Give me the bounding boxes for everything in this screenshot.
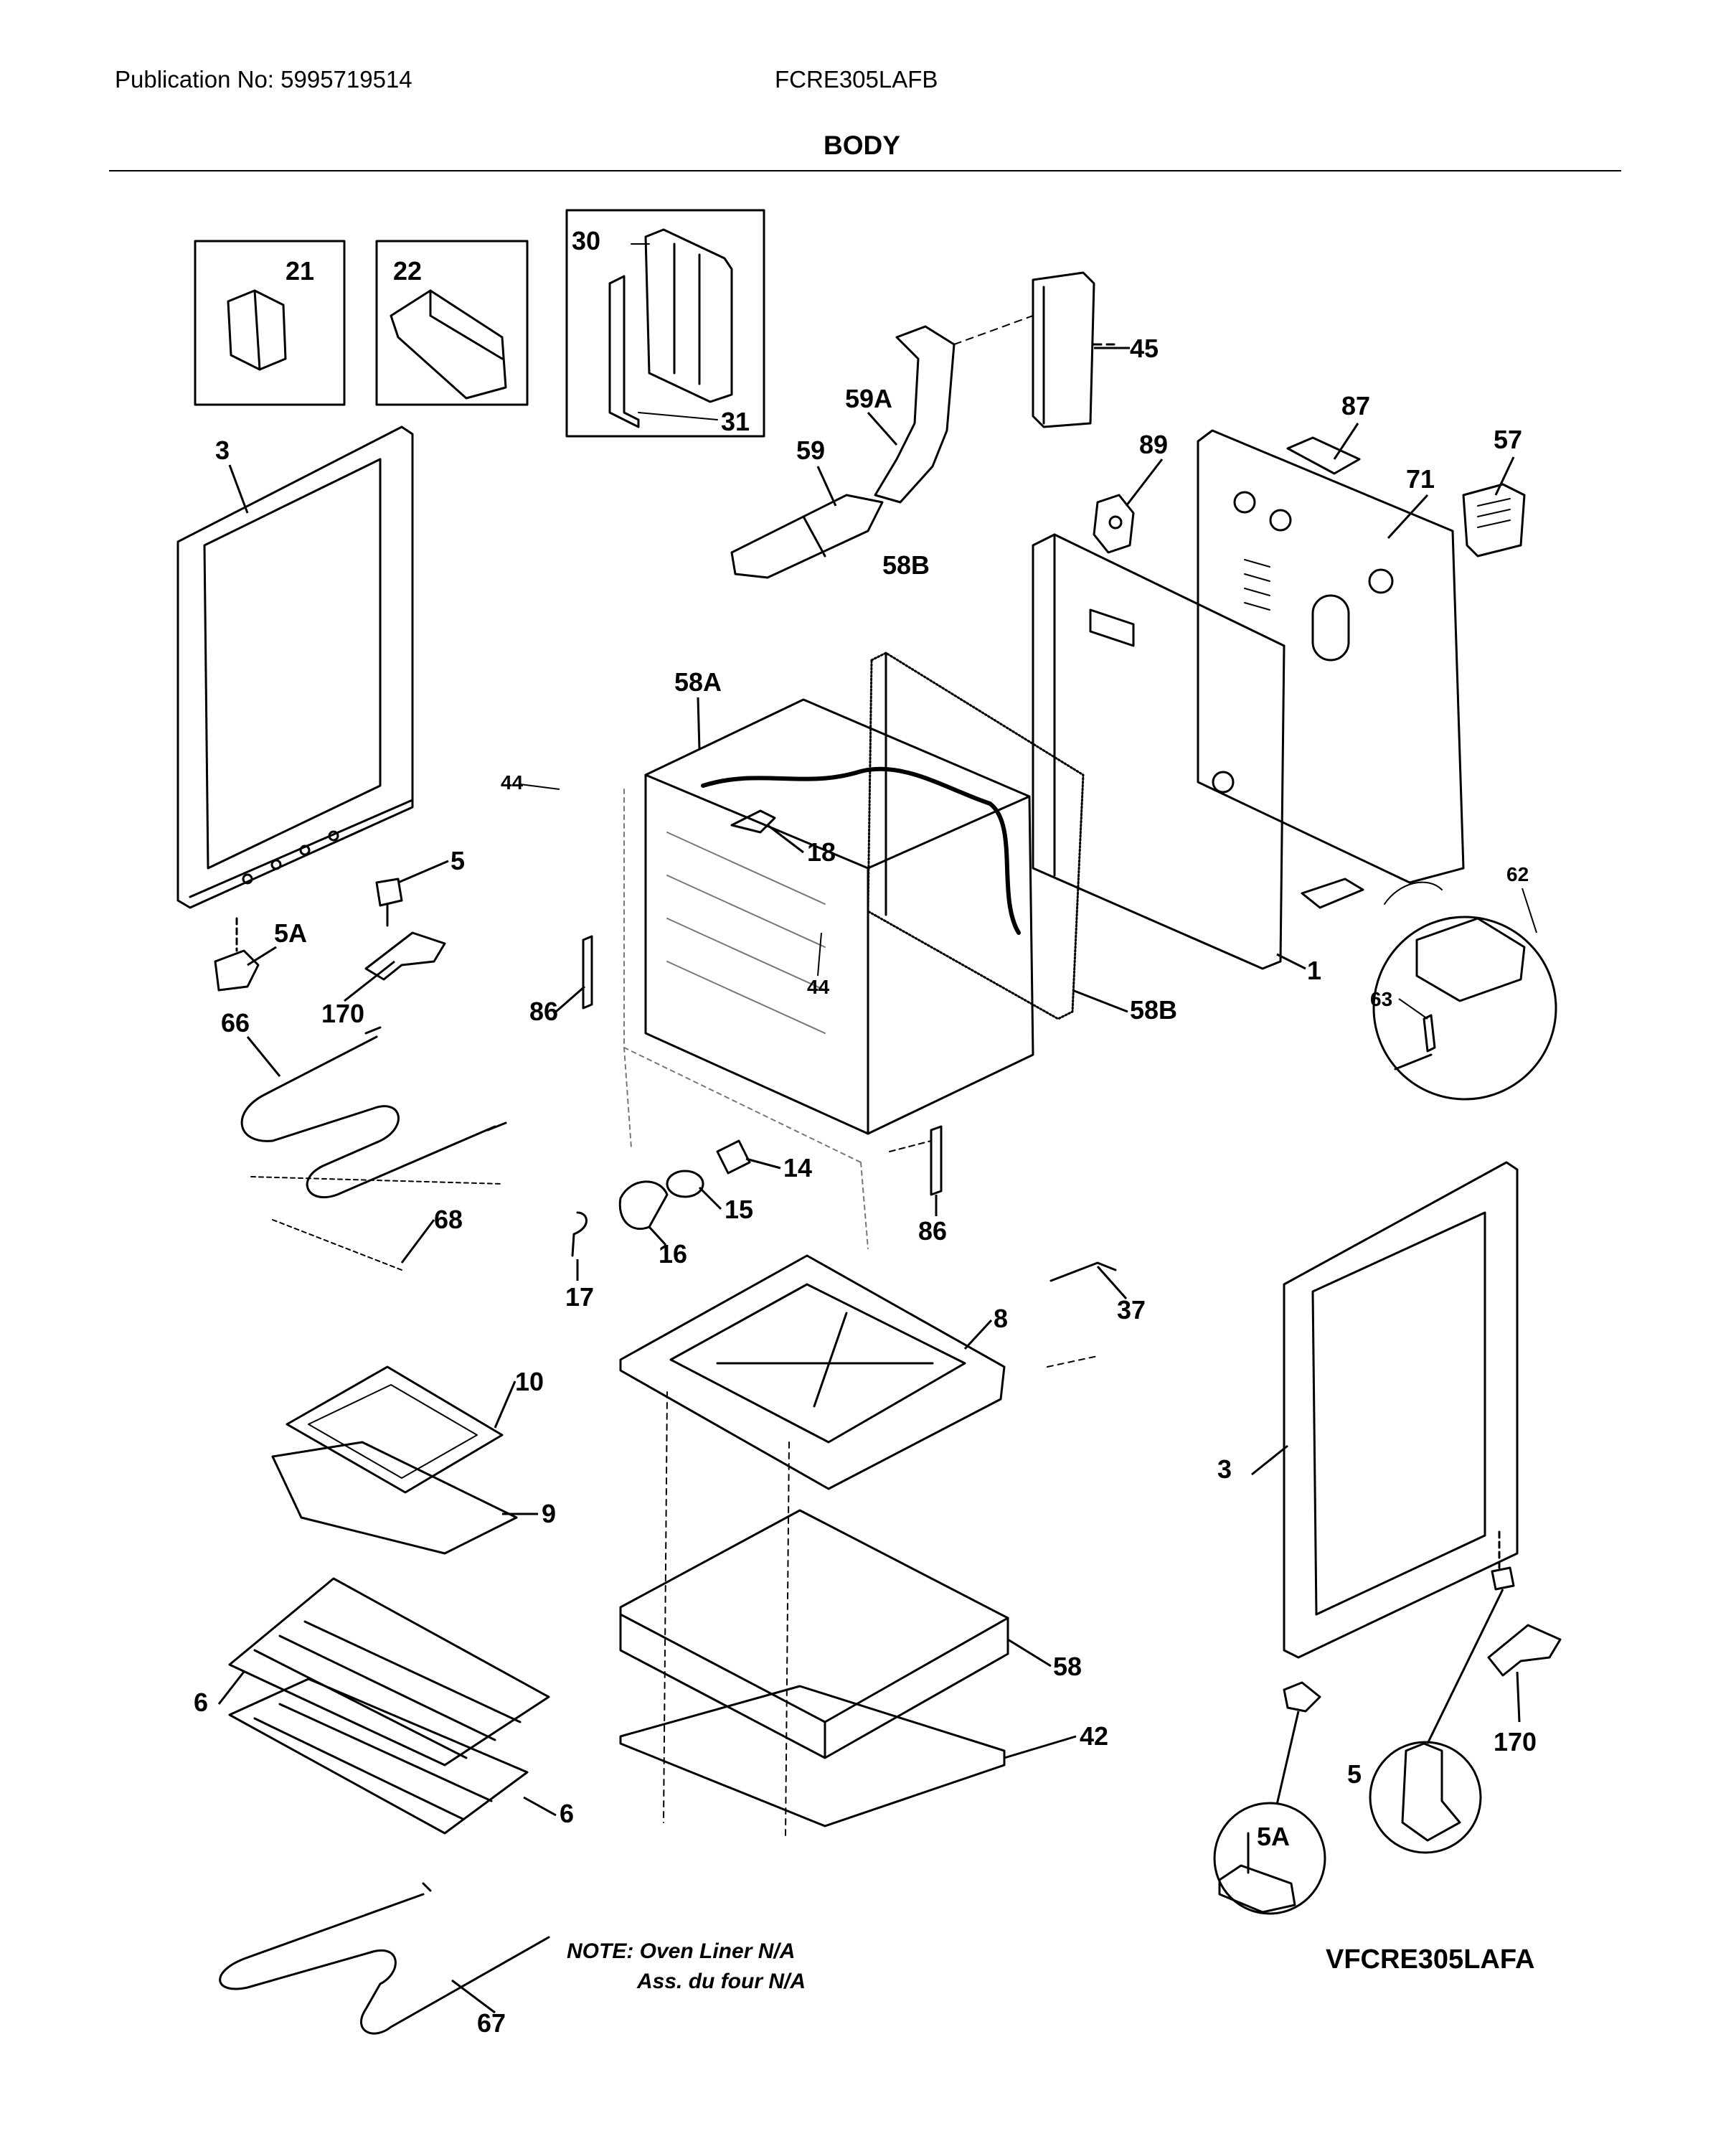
part-14-socket xyxy=(716,1139,751,1175)
model-number: FCRE305LAFB xyxy=(775,66,938,93)
part-21-box xyxy=(194,240,346,406)
part-15-bulb xyxy=(666,1170,704,1198)
part-10-broiler-grid xyxy=(286,1365,504,1494)
part-59-duct xyxy=(730,494,884,579)
callout-5-left: 5 xyxy=(450,846,465,875)
callout-37: 37 xyxy=(1117,1295,1146,1325)
part-5A-foot-left xyxy=(214,917,260,992)
part-9-broiler-pan xyxy=(271,1441,518,1555)
callout-6-upper: 6 xyxy=(194,1688,208,1717)
callout-68: 68 xyxy=(434,1205,463,1234)
callout-57: 57 xyxy=(1494,425,1522,454)
part-89-bracket xyxy=(1093,494,1135,554)
part-45-bracket xyxy=(1032,271,1117,428)
callout-16: 16 xyxy=(659,1239,687,1269)
part-170-bracket-left xyxy=(364,931,446,981)
callout-58B-bottom: 58B xyxy=(1130,995,1177,1025)
part-170-bracket-right xyxy=(1487,1624,1562,1677)
callout-14: 14 xyxy=(783,1153,812,1182)
callout-87: 87 xyxy=(1341,391,1370,420)
part-58-insulation-block xyxy=(619,1509,1009,1759)
callout-15: 15 xyxy=(725,1195,753,1224)
note-line-2: Ass. du four N/A xyxy=(637,1970,806,1993)
callout-18: 18 xyxy=(807,837,836,867)
alignment-lines xyxy=(663,1355,1098,1838)
part-3-left-side-panel xyxy=(176,425,414,909)
note-line-1: NOTE: Oven Liner N/A xyxy=(567,1939,796,1963)
part-57-cover xyxy=(1462,483,1526,558)
part-18-bracket xyxy=(730,809,776,834)
section-title: BODY xyxy=(824,131,900,160)
callout-30: 30 xyxy=(572,226,600,255)
part-3-right-side-panel xyxy=(1283,1161,1519,1659)
callout-8: 8 xyxy=(994,1304,1008,1333)
callout-86-right: 86 xyxy=(918,1216,947,1246)
callout-5-right: 5 xyxy=(1347,1759,1362,1789)
callout-62: 62 xyxy=(1506,863,1529,885)
callout-63: 63 xyxy=(1370,988,1392,1010)
callout-170-left: 170 xyxy=(321,999,364,1028)
callout-170-right: 170 xyxy=(1494,1727,1537,1756)
part-6-upper-rack xyxy=(228,1577,550,1767)
callout-labels: 21 22 30 31 45 59A 59 87 89 57 71 3 58B … xyxy=(194,226,1537,2038)
callout-86-left: 86 xyxy=(529,997,558,1026)
callout-31: 31 xyxy=(721,407,750,436)
callout-67: 67 xyxy=(477,2008,506,2038)
callout-71: 71 xyxy=(1406,464,1435,494)
part-62-terminal-block xyxy=(1301,878,1557,1101)
part-68-shield xyxy=(250,1176,503,1271)
part-5A-foot-right xyxy=(1213,1681,1326,1915)
drawing-id: VFCRE305LAFA xyxy=(1326,1944,1535,1975)
part-42-bottom-pan xyxy=(619,1685,1006,1827)
callout-44-right: 44 xyxy=(807,976,830,998)
part-37-wire xyxy=(1049,1261,1117,1282)
callout-58A: 58A xyxy=(674,667,722,697)
part-67-bake-element xyxy=(219,1882,550,2035)
callout-3-right: 3 xyxy=(1217,1454,1232,1484)
part-30-31-box xyxy=(565,209,765,438)
callout-9: 9 xyxy=(542,1499,556,1528)
part-6-lower-rack xyxy=(228,1678,529,1835)
part-1-panel xyxy=(1032,533,1286,970)
callout-3-left: 3 xyxy=(215,436,230,465)
part-86-right-clip xyxy=(889,1125,943,1196)
part-5-leveler-left xyxy=(375,878,403,927)
callout-1: 1 xyxy=(1307,956,1321,985)
callout-59A: 59A xyxy=(845,384,892,413)
callout-66: 66 xyxy=(221,1008,250,1038)
part-16-lens xyxy=(618,1180,669,1231)
callout-58: 58 xyxy=(1053,1652,1082,1681)
callout-22: 22 xyxy=(393,256,422,286)
leader-lines xyxy=(217,347,1537,2014)
callout-59: 59 xyxy=(796,436,825,465)
callout-6-lower: 6 xyxy=(560,1799,574,1828)
part-5-leveler-right xyxy=(1369,1530,1515,1854)
callout-21: 21 xyxy=(286,256,314,286)
part-71-back-panel xyxy=(1197,429,1465,884)
part-66-broil-element xyxy=(240,1026,507,1199)
callout-44-left: 44 xyxy=(501,771,524,794)
callout-45: 45 xyxy=(1130,334,1159,363)
callout-58B-top: 58B xyxy=(882,550,930,580)
part-86-left-clip xyxy=(582,935,593,1010)
part-59A-duct xyxy=(874,315,1034,504)
callout-42: 42 xyxy=(1080,1721,1108,1751)
part-87-plate xyxy=(1286,436,1361,475)
part-17-clip xyxy=(571,1211,588,1257)
part-58B-insulation xyxy=(867,651,1085,1020)
callout-5A-left: 5A xyxy=(274,918,307,948)
oven-cavity xyxy=(623,698,1034,1249)
callout-5A-right: 5A xyxy=(1257,1822,1290,1851)
publication-number: Publication No: 5995719514 xyxy=(115,66,412,93)
header-rule xyxy=(109,170,1621,171)
callout-89: 89 xyxy=(1139,430,1168,459)
callout-17: 17 xyxy=(565,1282,594,1312)
part-22-box xyxy=(375,240,529,406)
part-8-oven-bottom xyxy=(619,1254,1006,1490)
callout-10: 10 xyxy=(515,1367,544,1396)
